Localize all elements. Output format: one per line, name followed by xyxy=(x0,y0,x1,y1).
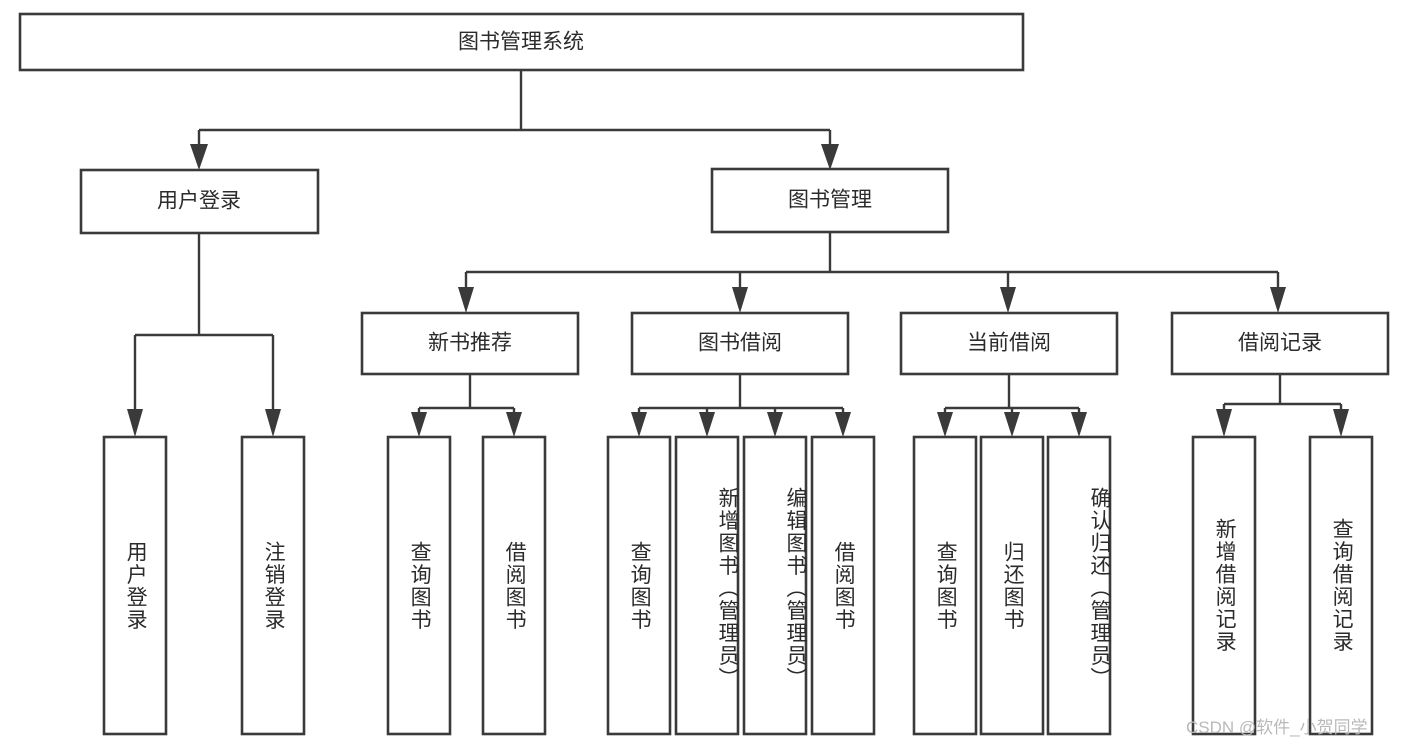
leaf-box-current-borrow-1[interactable] xyxy=(912,435,978,736)
node-label-root: 图书管理系统 xyxy=(458,31,584,54)
leaf-box-current-borrow-3[interactable] xyxy=(1046,435,1112,736)
arrow-head-leaf-book-borrow-1 xyxy=(631,412,647,437)
node-layer: 图书管理系统 用户登录 图书管理 新书推荐 图书借阅 当前借阅 借阅记录 xyxy=(18,12,1390,736)
connector-layer xyxy=(127,70,1349,437)
leaf-box-user-login-2[interactable] xyxy=(240,435,306,736)
node-label-current-borrow: 当前借阅 xyxy=(967,332,1051,355)
arrow-head-leaf-book-borrow-3 xyxy=(767,412,783,437)
node-box-current-borrow[interactable] xyxy=(899,311,1119,376)
node-label-book-borrow: 图书借阅 xyxy=(698,332,782,355)
arrow-head-leaf-book-borrow-4 xyxy=(835,412,851,437)
node-label-borrow-record: 借阅记录 xyxy=(1238,332,1322,355)
leaf-box-book-borrow-1[interactable] xyxy=(606,435,672,736)
node-box-book-borrow[interactable] xyxy=(630,311,850,376)
node-label-book-management: 图书管理 xyxy=(788,189,872,212)
arrow-head-leaf-current-borrow-1 xyxy=(937,412,953,437)
leaf-box-borrow-record-1[interactable] xyxy=(1191,435,1257,736)
arrow-head-leaf-new-book-2 xyxy=(506,412,522,437)
leaf-box-book-borrow-2[interactable] xyxy=(674,435,740,736)
leaf-box-new-book-2[interactable] xyxy=(481,435,547,736)
arrow-head-current-borrow xyxy=(1000,287,1016,313)
arrow-head-book-borrow xyxy=(732,287,748,313)
arrow-head-leaf-new-book-1 xyxy=(411,412,427,437)
node-box-user-login[interactable] xyxy=(79,168,320,235)
arrow-head-leaf-borrow-record-2 xyxy=(1333,409,1349,437)
node-box-root[interactable] xyxy=(18,12,1025,72)
arrow-head-book-mgmt xyxy=(821,144,839,170)
node-box-book-management[interactable] xyxy=(710,167,950,234)
node-box-new-book-recommend[interactable] xyxy=(360,311,580,376)
arrow-head-leaf-borrow-record-1 xyxy=(1216,409,1232,437)
leaf-box-book-borrow-3[interactable] xyxy=(742,435,808,736)
node-label-new-book-recommend: 新书推荐 xyxy=(428,332,512,355)
arrow-head-leaf-current-borrow-3 xyxy=(1071,412,1087,437)
leaf-box-user-login-1[interactable] xyxy=(102,435,168,736)
arrow-head-leaf-current-borrow-2 xyxy=(1004,412,1020,437)
leaf-box-book-borrow-4[interactable] xyxy=(810,435,876,736)
arrow-head-new-book xyxy=(458,287,474,313)
node-label-user-login: 用户登录 xyxy=(157,190,241,213)
arrow-head-leaf-book-borrow-2 xyxy=(699,412,715,437)
arrow-head-leaf-user-login-2 xyxy=(265,409,281,437)
leaf-box-new-book-1[interactable] xyxy=(386,435,452,736)
arrow-head-leaf-user-login-1 xyxy=(127,409,143,437)
arrow-head-borrow-record xyxy=(1270,287,1286,313)
node-box-borrow-record[interactable] xyxy=(1170,311,1390,376)
leaf-box-borrow-record-2[interactable] xyxy=(1308,435,1374,736)
arrow-head-user-login xyxy=(190,144,208,170)
leaf-box-current-borrow-2[interactable] xyxy=(979,435,1045,736)
